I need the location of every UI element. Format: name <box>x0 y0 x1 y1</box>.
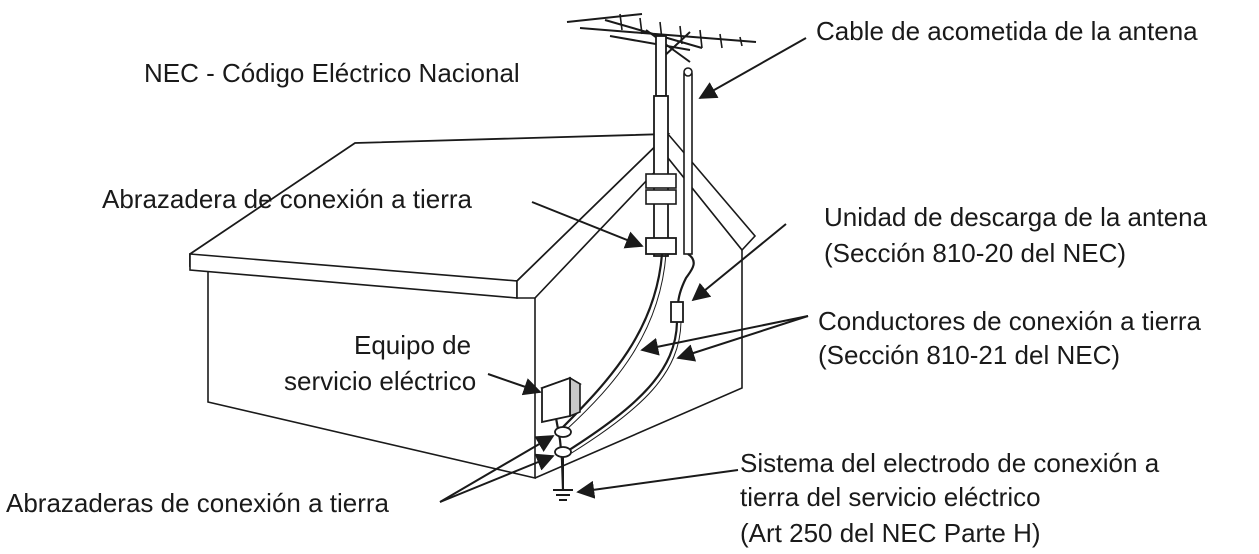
label-grounding-conductors-line1: Conductores de conexión a tierra <box>818 306 1202 336</box>
ground-clamp-upper <box>554 426 572 438</box>
label-electrode-system-line2: tierra del servicio eléctrico <box>740 482 1041 512</box>
lead-in-cable <box>676 253 695 307</box>
antenna-lead-connector <box>683 67 693 77</box>
mast-clamp-upper-2 <box>645 189 677 205</box>
arrow-electrode <box>576 469 739 499</box>
diagram-title: NEC - Código Eléctrico Nacional <box>144 58 520 88</box>
arrow-service-equipment <box>487 373 542 396</box>
arrow-ground-clamp <box>531 201 644 249</box>
arrow-conductors-a <box>640 315 809 356</box>
arrow-discharge-unit <box>691 223 787 302</box>
cables <box>554 253 695 491</box>
ground-symbol <box>553 489 573 501</box>
service-box-side <box>569 376 581 418</box>
arrow-conductors-b <box>676 315 809 362</box>
label-grounding-conductors-line2: (Sección 810-21 del NEC) <box>818 340 1120 370</box>
label-electrode-system-line3: (Art 250 del NEC Parte H) <box>740 518 1041 548</box>
arrow-clamps-a <box>439 435 555 503</box>
label-service-equipment-line1: Equipo de <box>354 330 471 360</box>
ground-clamp-lower <box>554 446 572 458</box>
arrow-antenna-lead <box>698 37 807 99</box>
antenna-lead-pole <box>683 73 693 255</box>
label-discharge-unit-line2: (Sección 810-20 del NEC) <box>824 238 1126 268</box>
house-right-wall <box>534 250 743 479</box>
label-discharge-unit-line1: Unidad de descarga de la antena <box>824 202 1208 232</box>
antenna-boom <box>566 13 757 51</box>
label-antenna-lead: Cable de acometida de la antena <box>816 16 1198 46</box>
service-equipment-box <box>540 376 582 424</box>
label-ground-clamps: Abrazaderas de conexión a tierra <box>6 488 390 518</box>
service-box-front <box>541 376 571 424</box>
discharge-ground-wire <box>565 321 679 453</box>
discharge-unit <box>670 301 684 323</box>
mast-clamp-upper-1 <box>645 173 677 189</box>
callout-arrows <box>439 37 809 503</box>
mast-ground-clamp <box>645 237 677 255</box>
house <box>189 132 757 480</box>
antenna-mast <box>655 35 667 97</box>
discharge-ground-wire-inner <box>569 321 682 455</box>
label-service-equipment-line2: servicio eléctrico <box>284 366 476 396</box>
arrow-clamps-b <box>439 453 555 503</box>
antenna <box>566 13 757 257</box>
mast-ground-wire-inner <box>565 253 667 431</box>
ground-electrode <box>553 426 573 501</box>
label-ground-clamp: Abrazadera de conexión a tierra <box>102 184 473 214</box>
label-electrode-system-line1: Sistema del electrodo de conexión a <box>740 448 1160 478</box>
labels: NEC - Código Eléctrico Nacional Cable de… <box>6 16 1208 548</box>
antenna-elements <box>619 13 743 49</box>
